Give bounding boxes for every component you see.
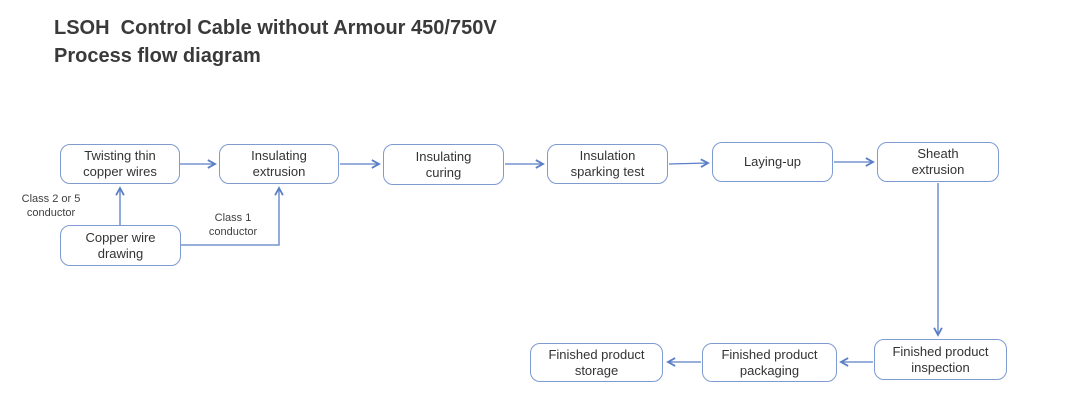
node-finished-product-inspection: Finished product inspection	[874, 339, 1007, 380]
node-twisting-thin-copper-wires: Twisting thin copper wires	[60, 144, 180, 184]
node-label: Insulation sparking test	[570, 148, 645, 179]
node-insulating-curing: Insulating curing	[383, 144, 504, 185]
node-label: Insulating curing	[415, 148, 472, 180]
node-insulation-sparking-test: Insulation sparking test	[547, 144, 668, 184]
node-finished-product-packaging: Finished product packaging	[702, 343, 837, 382]
title-line-2: Process flow diagram	[54, 45, 261, 67]
node-label: Finished product storage	[548, 346, 645, 378]
node-copper-wire-drawing: Copper wire drawing	[60, 225, 181, 266]
node-label: Finished product packaging	[721, 346, 818, 378]
arrow-sparking-test-to-laying-up	[668, 158, 710, 168]
title-line-1: LSOH Control Cable without Armour 450/75…	[54, 17, 497, 39]
node-label: Finished product inspection	[892, 343, 989, 375]
node-laying-up: Laying-up	[712, 142, 833, 182]
node-label: Sheath extrusion	[911, 146, 965, 177]
page-title: LSOH Control Cable without Armour 450/75…	[54, 14, 497, 70]
arrow-copper-drawing-to-insulating-extrusion	[181, 186, 284, 246]
node-insulating-extrusion: Insulating extrusion	[219, 144, 339, 184]
node-label: Twisting thin copper wires	[83, 148, 157, 179]
node-label: Copper wire drawing	[85, 229, 156, 261]
node-label: Insulating extrusion	[251, 148, 307, 179]
label-class-2-or-5-conductor: Class 2 or 5 conductor	[21, 193, 81, 219]
node-finished-product-storage: Finished product storage	[530, 343, 663, 382]
node-sheath-extrusion: Sheath extrusion	[877, 142, 999, 182]
node-label: Laying-up	[743, 154, 802, 169]
label-class-1-conductor: Class 1 conductor	[208, 212, 258, 238]
